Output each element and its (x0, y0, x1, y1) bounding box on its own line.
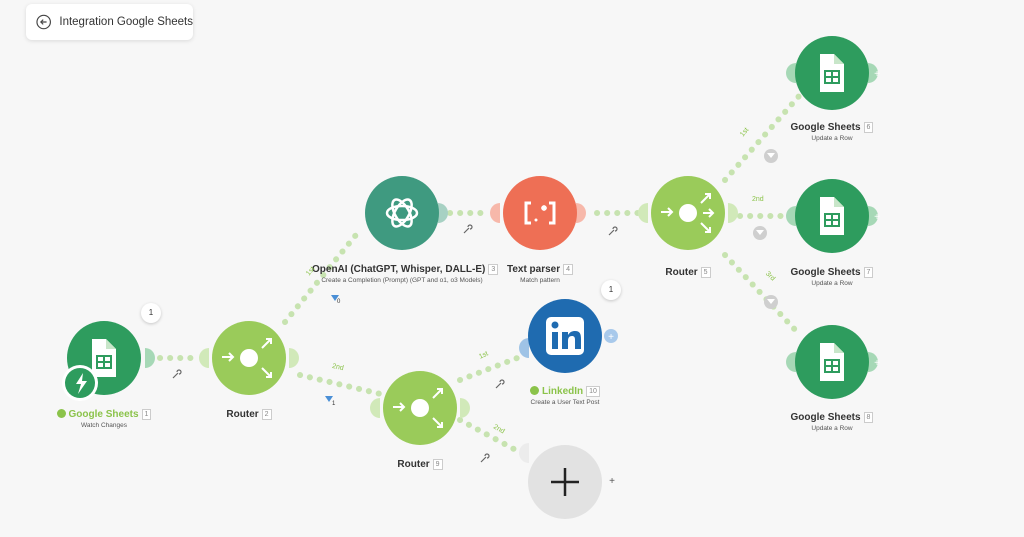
module-title: Text parser (506, 264, 561, 276)
module-index: 10 (586, 386, 600, 397)
module-google-sheets-1[interactable] (62, 321, 155, 401)
route-label: 2nd (752, 196, 764, 203)
module-title: Google Sheets (68, 409, 139, 421)
module-google-sheets-6[interactable]: + (786, 36, 880, 110)
module-label-3: OpenAI (ChatGPT, Whisper, DALL-E)3 Creat… (312, 264, 499, 285)
module-linkedin-10[interactable]: + (519, 299, 618, 373)
connection-lines (157, 92, 803, 458)
module-subtitle: Update a Row (811, 280, 853, 288)
module-title: LinkedIn (542, 386, 584, 398)
add-module-button[interactable]: + (519, 443, 615, 519)
filter-count: 1 (332, 401, 336, 407)
filter-icon[interactable] (325, 396, 333, 402)
module-title: Router (397, 459, 430, 471)
module-title: Router (665, 267, 698, 279)
linkedin-icon (546, 317, 584, 355)
operations-counter[interactable]: 1 (601, 280, 621, 300)
module-subtitle: Update a Row (811, 425, 853, 433)
module-subtitle: Update a Row (811, 135, 853, 143)
wrench-icon[interactable] (480, 453, 490, 463)
module-subtitle: Create a Completion (Prompt) (GPT and o1… (321, 277, 483, 285)
module-openai-3[interactable] (365, 176, 448, 250)
wrench-icon[interactable] (495, 379, 505, 389)
svg-text:+: + (874, 212, 880, 223)
module-google-sheets-8[interactable]: + (786, 325, 880, 399)
svg-text:+: + (608, 332, 614, 343)
filter-count: 0 (337, 299, 341, 305)
module-index: 5 (700, 267, 711, 278)
module-subtitle: Create a User Text Post (530, 399, 600, 407)
module-router-5[interactable] (638, 176, 738, 250)
module-subtitle: Match pattern (520, 277, 560, 285)
filter-icon[interactable] (331, 295, 339, 301)
module-title: Router (226, 409, 259, 421)
module-router-9[interactable] (370, 371, 470, 445)
module-index: 4 (563, 264, 574, 275)
module-index: 9 (432, 459, 443, 470)
scenario-header: Integration Google Sheets (26, 4, 193, 40)
arrow-left-icon[interactable] (36, 14, 51, 30)
wrench-icon[interactable] (608, 226, 618, 236)
module-index: 2 (261, 409, 272, 420)
module-title: Google Sheets (790, 122, 861, 134)
module-index: 1 (141, 409, 152, 420)
svg-text:+: + (609, 476, 615, 487)
svg-text:+: + (874, 69, 880, 80)
lightning-icon (62, 365, 98, 401)
scenario-title: Integration Google Sheets (59, 16, 193, 28)
module-index: 3 (488, 264, 499, 275)
openai-icon (385, 198, 419, 228)
status-check-icon (530, 386, 540, 395)
wrench-icon[interactable] (172, 369, 182, 379)
wrench-icon[interactable] (463, 224, 473, 234)
module-index: 8 (863, 412, 874, 423)
text-parser-icon (524, 201, 556, 225)
svg-text:+: + (874, 358, 880, 369)
module-text-parser-4[interactable] (490, 176, 586, 250)
module-index: 7 (863, 267, 874, 278)
module-router-2[interactable] (199, 321, 299, 395)
module-google-sheets-7[interactable]: + (786, 179, 880, 253)
module-subtitle: Watch Changes (80, 422, 127, 430)
module-index: 6 (863, 122, 874, 133)
module-title: OpenAI (ChatGPT, Whisper, DALL-E) (312, 264, 486, 276)
module-title: Google Sheets (790, 267, 861, 279)
status-check-icon (56, 409, 66, 418)
module-title: Google Sheets (790, 412, 861, 424)
operations-counter[interactable]: 1 (141, 303, 161, 323)
